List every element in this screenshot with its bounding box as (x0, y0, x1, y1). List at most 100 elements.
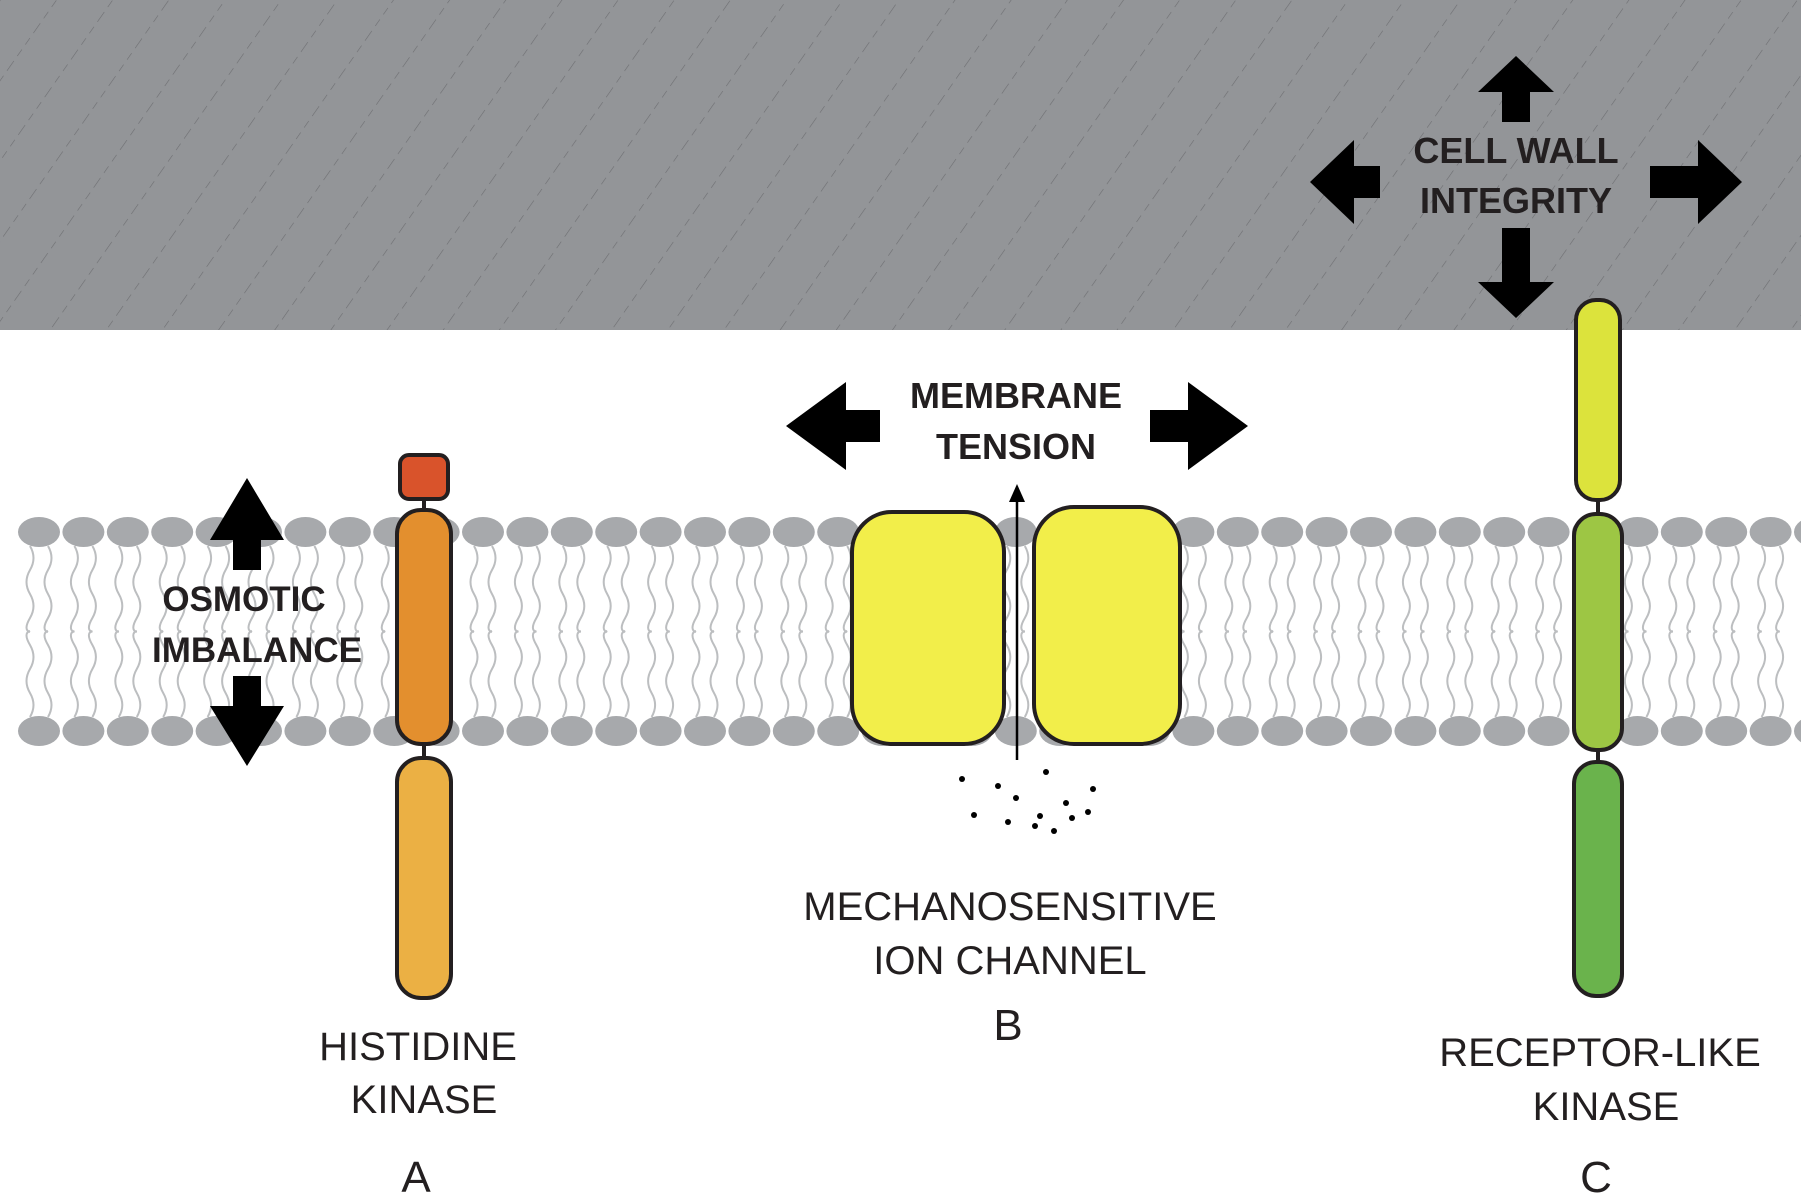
osmotic-imbalance-arrows (210, 478, 284, 766)
lipid-tail (354, 545, 364, 633)
receptor-like-kinase-name-line1: RECEPTOR-LIKE (1439, 1031, 1761, 1075)
lipid-head (1438, 517, 1481, 547)
histidine-kinase-cytoplasmic-domain (395, 756, 453, 1000)
lipid-tail (735, 630, 745, 718)
lipid-tail (1331, 545, 1341, 633)
lipid-tail (1686, 630, 1696, 718)
lipid-tail (1242, 545, 1252, 633)
lipid-tail (1712, 545, 1722, 633)
lipid-head (728, 517, 771, 547)
arrow-right-icon (1150, 382, 1248, 470)
lipid-tail (798, 630, 808, 718)
lipid-tail (1419, 545, 1429, 633)
lipid-tail (132, 545, 142, 633)
lipid-tail (602, 630, 612, 718)
lipid-tail (1775, 545, 1785, 633)
lipid-head (1350, 716, 1392, 746)
osmotic-imbalance-label-line2: IMBALANCE (152, 631, 362, 670)
lipid-tail (1313, 545, 1323, 633)
lipid-tail (1242, 630, 1252, 718)
lipid-tail (1197, 545, 1207, 633)
lipid-head (1261, 517, 1304, 547)
lipid-tail (221, 545, 231, 633)
lipid-head (1660, 716, 1703, 746)
lipid-tail (114, 545, 124, 633)
lipid-tail (665, 545, 675, 633)
lipid-tail (620, 545, 630, 633)
membrane-tension-label-line2: TENSION (936, 426, 1096, 467)
lipid-head (684, 517, 726, 547)
cell-wall-integrity-label-line2: INTEGRITY (1420, 180, 1612, 221)
lipid-tail (602, 545, 612, 633)
lipid-head (1527, 517, 1570, 547)
lipid-head (1794, 520, 1801, 544)
lipid-head (1350, 517, 1392, 547)
lipid-tail (469, 545, 479, 633)
lipid-head (1527, 716, 1570, 746)
lipid-tail (842, 630, 852, 718)
lipid-tail (265, 545, 275, 633)
lipid-head (62, 716, 105, 746)
lipid-head (1261, 716, 1304, 746)
lipid-tail (1401, 545, 1411, 633)
lipid-head (328, 517, 371, 547)
receptor-like-kinase-name-line2: KINASE (1533, 1085, 1680, 1129)
arrow-down-icon (210, 676, 284, 766)
lipid-tail (691, 545, 701, 633)
lipid-tail (25, 545, 35, 633)
lipid-tail (1730, 545, 1740, 633)
lipid-tail (709, 630, 719, 718)
lipid-head (772, 517, 815, 547)
lipid-head (1172, 517, 1215, 547)
lipid-tail (1419, 630, 1429, 718)
lipid-head (1483, 716, 1526, 746)
lipid-tail (1757, 630, 1767, 718)
lipid-tail (43, 630, 53, 718)
lipid-tail (798, 545, 808, 633)
histidine-kinase-sensor-domain (398, 453, 450, 501)
histidine-kinase-transmembrane-domain (395, 508, 453, 746)
lipid-head (18, 716, 60, 746)
lipid-tail (1286, 630, 1296, 718)
lipid-tail (1464, 545, 1474, 633)
histidine-kinase-name-line2: KINASE (351, 1078, 498, 1122)
lipid-tail (576, 630, 586, 718)
lipid-tail (1553, 545, 1563, 633)
lipid-tail (824, 630, 834, 718)
lipid-tail (1490, 545, 1500, 633)
lipid-tail (1446, 630, 1456, 718)
receptor-like-kinase-transmembrane-domain (1572, 512, 1624, 752)
channel-subunit-right (1032, 505, 1182, 746)
lipid-head (506, 716, 549, 746)
lipid-tail (87, 630, 97, 718)
lipid-head (1305, 517, 1348, 547)
lipid-head (151, 517, 194, 547)
lipid-tail (558, 545, 568, 633)
lipid-tail (1375, 630, 1385, 718)
lipid-tail (691, 630, 701, 718)
lipid-tail (531, 630, 541, 718)
lipid-tail (1730, 630, 1740, 718)
lipid-head (550, 517, 593, 547)
lipid-tail (735, 545, 745, 633)
ion-channel-name-line2: ION CHANNEL (873, 939, 1146, 983)
arrow-left-icon (786, 382, 880, 470)
receptor-like-kinase-cytoplasmic-domain (1572, 760, 1624, 998)
lipid-tail (1464, 630, 1474, 718)
lipid-tail (1535, 630, 1545, 718)
lipid-tail (576, 545, 586, 633)
lipid-tail (1446, 545, 1456, 633)
histidine-kinase-name-line1: HISTIDINE (319, 1025, 517, 1069)
lipid-tail (1508, 630, 1518, 718)
lipid-tail (709, 545, 719, 633)
channel-subunit-left (850, 510, 1006, 746)
lipid-head (284, 716, 327, 746)
lipid-tail (647, 545, 657, 633)
lipid-tail (1686, 545, 1696, 633)
lipid-tail (354, 630, 364, 718)
lipid-tail (620, 630, 630, 718)
lipid-tail (176, 630, 186, 718)
ion-channel-name-line1: MECHANOSENSITIVE (803, 885, 1216, 929)
lipid-tail (753, 630, 763, 718)
